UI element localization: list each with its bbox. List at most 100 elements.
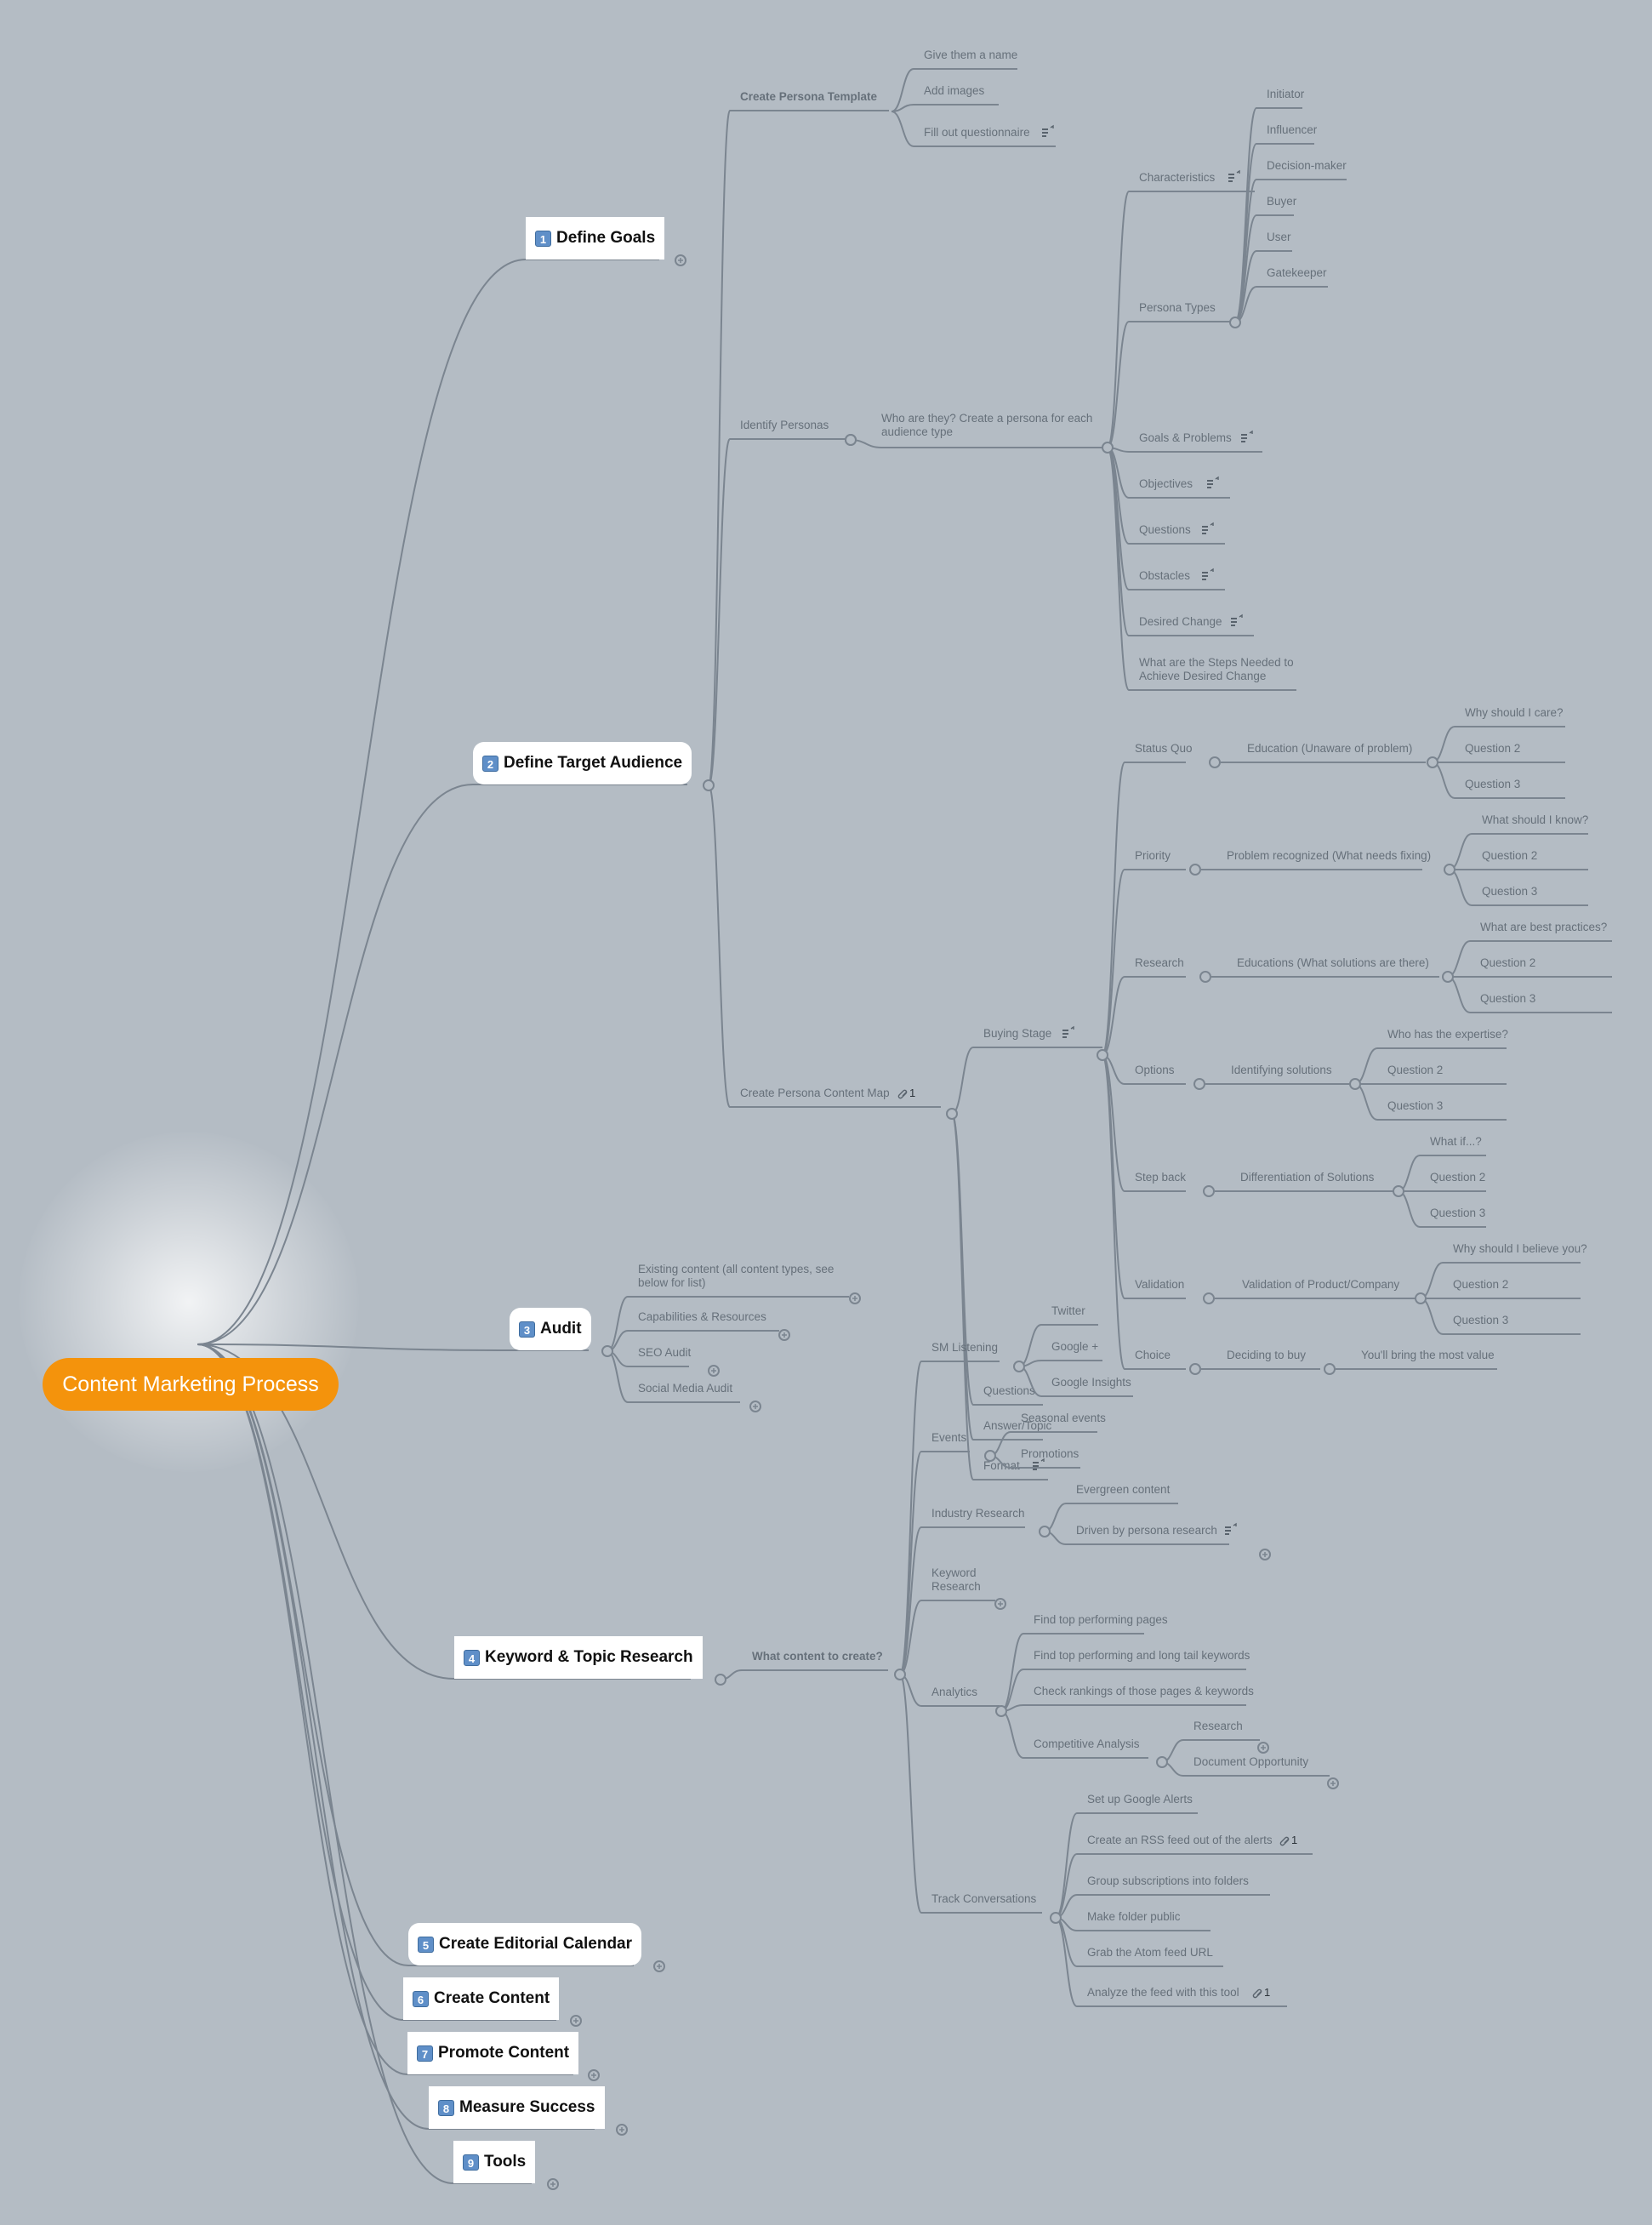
junction-node[interactable] bbox=[1102, 442, 1114, 454]
node-label[interactable]: Create Persona Content Map bbox=[740, 1087, 890, 1099]
node-label[interactable]: Find top performing pages bbox=[1034, 1613, 1168, 1626]
node-label[interactable]: Make folder public bbox=[1087, 1910, 1181, 1923]
node-label[interactable]: Decision-maker bbox=[1267, 159, 1347, 172]
node-label[interactable]: Format bbox=[983, 1459, 1020, 1472]
node-label[interactable]: Question 2 bbox=[1430, 1171, 1485, 1184]
node-label[interactable]: Answer/Topic bbox=[983, 1419, 1052, 1432]
node-label[interactable]: Twitter bbox=[1051, 1304, 1085, 1317]
junction-node[interactable] bbox=[1444, 864, 1455, 876]
node-label[interactable]: Question 2 bbox=[1480, 956, 1535, 969]
node-label[interactable]: Analyze the feed with this tool bbox=[1087, 1986, 1239, 1999]
node-label[interactable]: Goals & Problems bbox=[1139, 431, 1232, 444]
note-icon[interactable] bbox=[1241, 430, 1253, 442]
node-label[interactable]: Analytics bbox=[931, 1686, 977, 1698]
expand-toggle-icon[interactable] bbox=[994, 1598, 1006, 1610]
expand-toggle-icon[interactable] bbox=[708, 1365, 720, 1377]
node-label[interactable]: SEO Audit bbox=[638, 1346, 692, 1359]
node-label[interactable]: What if...? bbox=[1430, 1135, 1482, 1148]
node-label[interactable]: Group subscriptions into folders bbox=[1087, 1874, 1249, 1887]
note-icon[interactable] bbox=[1202, 568, 1214, 580]
node-label[interactable]: Track Conversations bbox=[931, 1892, 1037, 1905]
junction-node[interactable] bbox=[1203, 1185, 1215, 1197]
node-label[interactable]: Question 3 bbox=[1387, 1099, 1443, 1112]
node-label[interactable]: Create an RSS feed out of the alerts bbox=[1087, 1834, 1273, 1846]
junction-node[interactable] bbox=[1193, 1078, 1205, 1090]
node-label[interactable]: Influencer bbox=[1267, 123, 1318, 136]
node-label[interactable]: Research bbox=[1135, 956, 1184, 969]
node-label[interactable]: What content to create? bbox=[752, 1650, 883, 1663]
junction-node[interactable] bbox=[703, 779, 715, 791]
node-label[interactable]: Existing content (all content types, see bbox=[638, 1263, 834, 1275]
expand-toggle-icon[interactable] bbox=[1327, 1777, 1339, 1789]
node-label[interactable]: Deciding to buy bbox=[1227, 1349, 1306, 1361]
node-label[interactable]: Step back bbox=[1135, 1171, 1186, 1184]
junction-node[interactable] bbox=[715, 1674, 726, 1686]
node-label[interactable]: Buying Stage bbox=[983, 1027, 1051, 1040]
node-label[interactable]: Check rankings of those pages & keywords bbox=[1034, 1685, 1254, 1697]
node-label[interactable]: What are best practices? bbox=[1480, 921, 1607, 933]
node-label[interactable]: Problem recognized (What needs fixing) bbox=[1227, 849, 1431, 862]
expand-toggle-icon[interactable] bbox=[1257, 1742, 1269, 1754]
node-label[interactable]: Objectives bbox=[1139, 477, 1193, 490]
node-label[interactable]: Research bbox=[931, 1580, 981, 1593]
node-label[interactable]: Achieve Desired Change bbox=[1139, 670, 1266, 682]
note-icon[interactable] bbox=[1202, 522, 1214, 534]
node-label[interactable]: Education (Unaware of problem) bbox=[1247, 742, 1412, 755]
junction-node[interactable] bbox=[1209, 756, 1221, 768]
node-label[interactable]: Characteristics bbox=[1139, 171, 1216, 184]
node-label[interactable]: Who are they? Create a persona for each bbox=[881, 412, 1092, 425]
node-label[interactable]: Question 3 bbox=[1465, 778, 1520, 790]
link-icon[interactable] bbox=[897, 1089, 908, 1099]
node-label[interactable]: User bbox=[1267, 231, 1291, 243]
node-label[interactable]: Create Persona Template bbox=[740, 90, 878, 103]
node-label[interactable]: Identifying solutions bbox=[1231, 1064, 1332, 1076]
node-label[interactable]: What should I know? bbox=[1482, 813, 1588, 826]
node-label[interactable]: Google + bbox=[1051, 1340, 1098, 1353]
node-label[interactable]: Evergreen content bbox=[1076, 1483, 1171, 1496]
junction-node[interactable] bbox=[1050, 1912, 1062, 1924]
node-label[interactable]: Competitive Analysis bbox=[1034, 1737, 1140, 1750]
link-icon[interactable] bbox=[1252, 1988, 1262, 1999]
note-icon[interactable] bbox=[1231, 613, 1243, 626]
node-label[interactable]: Why should I care? bbox=[1465, 706, 1564, 719]
node-label[interactable]: Who has the expertise? bbox=[1387, 1028, 1508, 1041]
note-icon[interactable] bbox=[1042, 124, 1054, 137]
node-label[interactable]: Status Quo bbox=[1135, 742, 1193, 755]
junction-node[interactable] bbox=[1156, 1756, 1168, 1768]
junction-node[interactable] bbox=[1013, 1361, 1025, 1372]
node-label[interactable]: Grab the Atom feed URL bbox=[1087, 1946, 1213, 1959]
expand-toggle-icon[interactable] bbox=[849, 1292, 861, 1304]
note-icon[interactable] bbox=[1033, 1458, 1045, 1470]
note-icon[interactable] bbox=[1228, 169, 1240, 182]
node-label[interactable]: Question 3 bbox=[1430, 1207, 1485, 1219]
junction-node[interactable] bbox=[1199, 971, 1211, 983]
node-label[interactable]: Identify Personas bbox=[740, 419, 829, 431]
node-label[interactable]: Question 2 bbox=[1387, 1064, 1443, 1076]
node-label[interactable]: Choice bbox=[1135, 1349, 1171, 1361]
junction-node[interactable] bbox=[1324, 1363, 1336, 1375]
junction-node[interactable] bbox=[1097, 1049, 1108, 1061]
junction-node[interactable] bbox=[601, 1345, 613, 1357]
node-label[interactable]: Questions bbox=[983, 1384, 1035, 1397]
node-label[interactable]: Social Media Audit bbox=[638, 1382, 732, 1395]
node-label[interactable]: Add images bbox=[924, 84, 985, 97]
junction-node[interactable] bbox=[1039, 1526, 1051, 1538]
root-node[interactable]: Content Marketing Process bbox=[43, 1358, 339, 1411]
junction-node[interactable] bbox=[1415, 1292, 1427, 1304]
node-label[interactable]: Document Opportunity bbox=[1193, 1755, 1308, 1768]
node-label[interactable]: Google Insights bbox=[1051, 1376, 1131, 1389]
node-label[interactable]: You'll bring the most value bbox=[1361, 1349, 1495, 1361]
node-label[interactable]: Events bbox=[931, 1431, 967, 1444]
node-label[interactable]: Persona Types bbox=[1139, 301, 1216, 314]
expand-toggle-icon[interactable] bbox=[675, 254, 686, 266]
node-label[interactable]: Educations (What solutions are there) bbox=[1237, 956, 1429, 969]
link-icon[interactable] bbox=[1279, 1836, 1290, 1846]
node-label[interactable]: Priority bbox=[1135, 849, 1171, 862]
expand-toggle-icon[interactable] bbox=[547, 2178, 559, 2190]
node-label[interactable]: Seasonal events bbox=[1021, 1412, 1106, 1424]
